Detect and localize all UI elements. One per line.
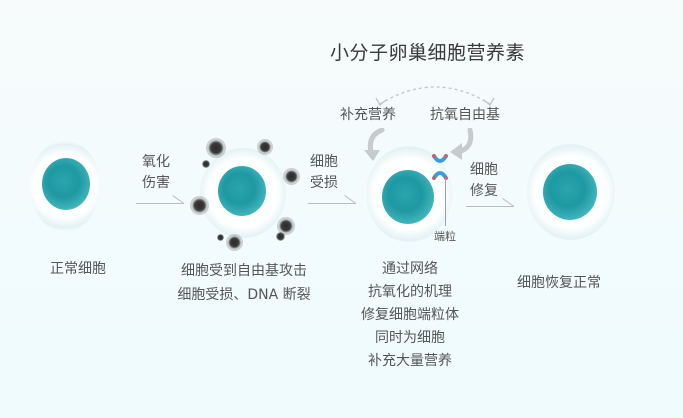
repairing-cell (366, 146, 452, 242)
damaged-cell (200, 148, 286, 238)
restored-cell (527, 144, 615, 240)
step-caption-repairing: 通过网络 抗氧化的机理 修复细胞端粒体 同时为细胞 补充大量营养 (361, 261, 459, 369)
free-radical-virus-icon (217, 234, 224, 241)
step-caption-damaged: 细胞受到自由基攻击 细胞受损、DNA 断裂 (177, 263, 311, 303)
cycle-label-nutrition: 补充营养 (340, 107, 396, 123)
transition-label-cell-repair: 细胞 修复 (470, 162, 498, 199)
normal-cell (30, 140, 100, 232)
free-radical-virus-icon (259, 141, 271, 153)
curved-arrow-right-icon (450, 128, 474, 160)
transition-arrow-3 (466, 206, 514, 207)
cell-nucleus (382, 170, 434, 224)
step-caption-restored: 细胞恢复正常 (517, 275, 601, 291)
free-radical-virus-icon (208, 140, 224, 156)
free-radical-virus-icon (228, 236, 241, 249)
cell-nucleus (42, 158, 90, 210)
cell-nucleus (543, 164, 597, 220)
step-caption-normal: 正常细胞 (50, 261, 106, 277)
curved-arrow-left-icon (364, 128, 385, 161)
diagram-title: 小分子卵巢细胞营养素 (330, 42, 526, 64)
transition-arrow-2 (308, 203, 356, 204)
transition-arrow-1 (136, 203, 184, 204)
telomere-pointer-line (445, 178, 446, 226)
free-radical-virus-icon (192, 198, 207, 213)
transition-label-oxidative-damage: 氧化 伤害 (142, 154, 170, 191)
free-radical-virus-icon (285, 170, 298, 183)
cell-nucleus (218, 166, 266, 216)
free-radical-virus-icon (276, 232, 285, 241)
transition-label-cell-damage: 细胞 受损 (310, 154, 338, 191)
free-radical-virus-icon (202, 160, 210, 168)
chromosome-icon (432, 154, 448, 180)
telomere-annotation: 端粒 (434, 230, 456, 243)
free-radical-virus-icon (279, 219, 293, 233)
cycle-label-antioxidant: 抗氧自由基 (430, 107, 500, 123)
cycle-arc-icon (375, 86, 495, 106)
